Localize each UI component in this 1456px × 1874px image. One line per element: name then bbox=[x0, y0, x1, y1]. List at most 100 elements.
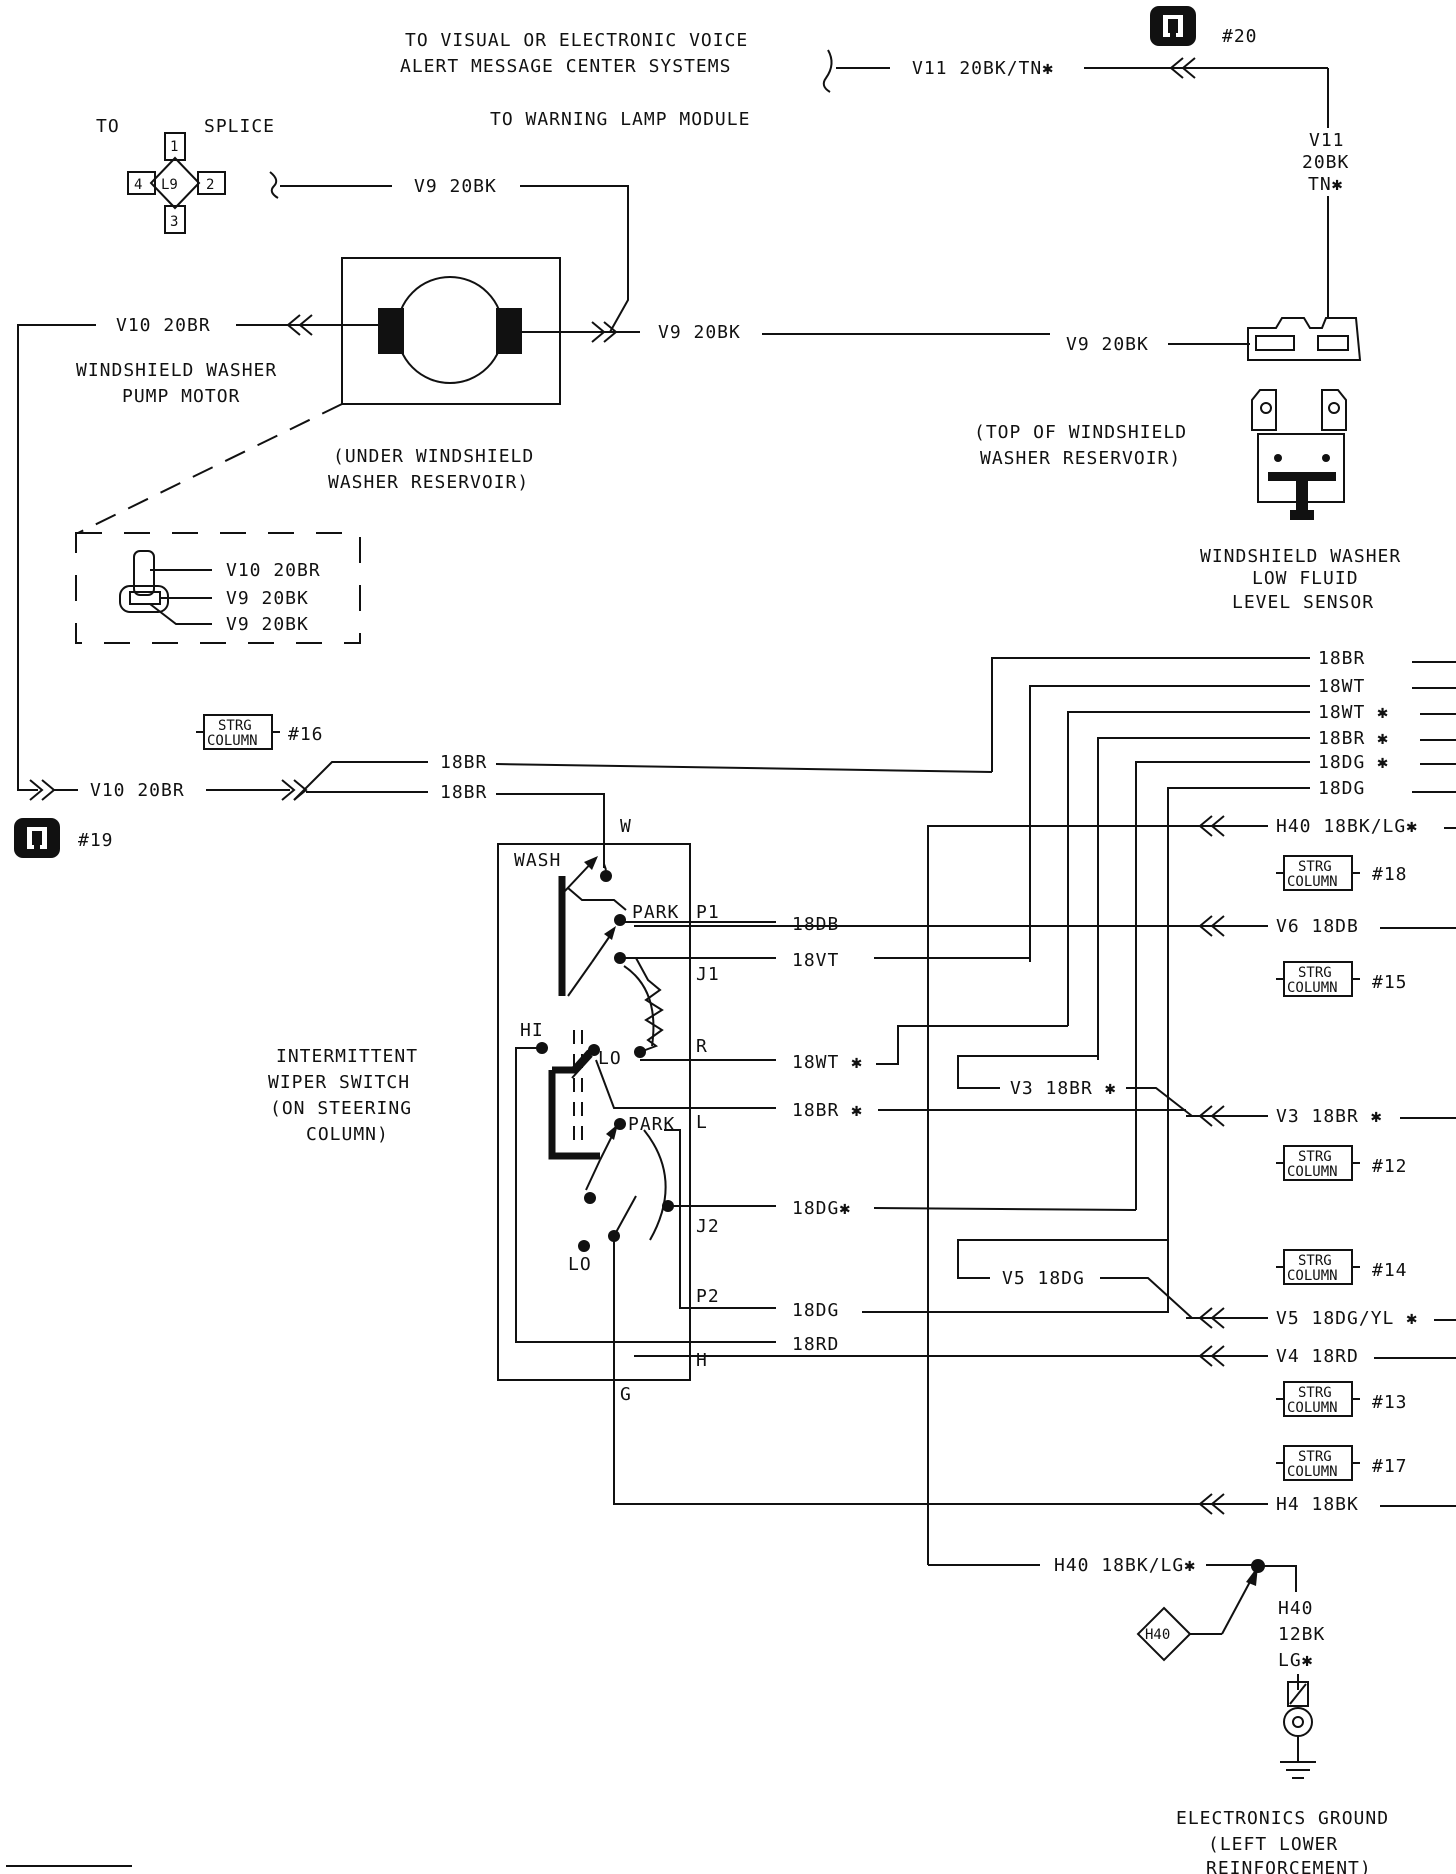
connector-h40-chev-2 bbox=[1210, 815, 1225, 837]
label-v9-sensor: V9 20BK bbox=[1066, 334, 1149, 355]
connector-v6-chev-1 bbox=[1198, 915, 1213, 937]
label-v11-vert-2: 20BK bbox=[1302, 152, 1349, 173]
strg-column-12 bbox=[1276, 1145, 1360, 1181]
label-sw-18dg2: 18DG bbox=[792, 1300, 839, 1321]
strg-18-l2: COLUMN bbox=[1287, 874, 1338, 890]
label-sw-1: INTERMITTENT bbox=[276, 1046, 418, 1067]
h40-switch-blade bbox=[1221, 1577, 1253, 1635]
label-inset-3: V9 20BK bbox=[226, 614, 309, 635]
sensor-connector bbox=[1247, 317, 1362, 361]
wire-18vt-to-bus bbox=[874, 957, 1031, 962]
strg-column-18 bbox=[1276, 855, 1360, 891]
label-v10-lower: V10 20BR bbox=[90, 780, 185, 801]
connector-h40-chev-1 bbox=[1198, 815, 1213, 837]
label-topres-2: WASHER RESERVOIR) bbox=[980, 448, 1181, 469]
label-sw-4: COLUMN) bbox=[306, 1124, 389, 1145]
strg-column-15 bbox=[1276, 961, 1360, 997]
label-to: TO bbox=[96, 116, 120, 137]
h40-diamond bbox=[1136, 1606, 1192, 1662]
label-inset-2: V9 20BK bbox=[226, 588, 309, 609]
label-pin-p1: P1 bbox=[696, 902, 720, 923]
connector-v5-chev-1 bbox=[1198, 1307, 1213, 1329]
strg-column-14 bbox=[1276, 1249, 1360, 1285]
pump-motor-brush-right bbox=[496, 308, 522, 354]
label-n17: #17 bbox=[1372, 1456, 1408, 1477]
ground-icon bbox=[1280, 1674, 1316, 1779]
label-sw-18rd: 18RD bbox=[792, 1334, 839, 1355]
wire-rw4 bbox=[1097, 737, 1310, 1060]
contact-w bbox=[600, 870, 612, 882]
connector-v11-chevrons-2 bbox=[1181, 57, 1196, 79]
label-hi: HI bbox=[520, 1020, 544, 1041]
strg-column-17 bbox=[1276, 1445, 1360, 1481]
j1-arc bbox=[623, 965, 655, 1047]
label-n14: #14 bbox=[1372, 1260, 1408, 1281]
label-n12: #12 bbox=[1372, 1156, 1408, 1177]
label-sw-18wt: 18WT ✱ bbox=[792, 1052, 863, 1073]
wire-18dg2-to-bus bbox=[862, 1240, 1169, 1313]
label-pin-j2: J2 bbox=[696, 1216, 720, 1237]
splice-l9 bbox=[127, 132, 226, 234]
label-v11-vert-3: TN✱ bbox=[1308, 174, 1344, 195]
park2-arc bbox=[643, 1129, 667, 1241]
label-v9-motor-right: V9 20BK bbox=[658, 322, 741, 343]
strg-16-l1: STRG bbox=[218, 718, 252, 734]
connector-v11-chevrons bbox=[1169, 57, 1184, 79]
resistor bbox=[635, 957, 664, 1053]
splice-pin-3: 3 bbox=[170, 214, 178, 230]
label-h40-v2: 12BK bbox=[1278, 1624, 1325, 1645]
wire-v3-join bbox=[1126, 1087, 1193, 1117]
park2-arrow bbox=[606, 1124, 618, 1140]
connector-v9-motor-chev-2 bbox=[603, 321, 618, 343]
wire-18dg-to-bus bbox=[873, 1207, 1137, 1211]
connector-v10-lower-chev-1 bbox=[29, 779, 44, 801]
label-n18: #18 bbox=[1372, 864, 1408, 885]
inset-connector bbox=[119, 550, 169, 613]
wire-h40-to-ground bbox=[1258, 1565, 1297, 1592]
label-under-2: WASHER RESERVOIR) bbox=[328, 472, 529, 493]
label-rw4: 18BR ✱ bbox=[1318, 728, 1389, 749]
wire-v10-left-vertical bbox=[17, 324, 96, 791]
connector-v9-motor-chev-1 bbox=[591, 321, 606, 343]
park2-stem bbox=[585, 1159, 601, 1191]
label-h40-bottom: H40 18BK/LG✱ bbox=[1054, 1555, 1196, 1576]
strg-17-l2: COLUMN bbox=[1287, 1464, 1338, 1480]
label-topres-1: (TOP OF WINDSHIELD bbox=[974, 422, 1187, 443]
splice-pin-4: 4 bbox=[134, 177, 142, 193]
label-pin-h: H bbox=[696, 1350, 708, 1371]
connector-v3-chev-2 bbox=[1210, 1105, 1225, 1127]
strg-17-l1: STRG bbox=[1298, 1449, 1332, 1465]
contact-park2-low bbox=[584, 1192, 596, 1204]
label-lo2: LO bbox=[568, 1254, 592, 1275]
label-sensor-1: WINDSHIELD WASHER bbox=[1200, 546, 1401, 567]
wire-rw6 bbox=[1167, 787, 1310, 1240]
label-pump-1: WINDSHIELD WASHER bbox=[76, 360, 277, 381]
wire-v5-join bbox=[1100, 1277, 1193, 1319]
splice-label-l9: L9 bbox=[161, 177, 178, 193]
wire-18wt-to-bus bbox=[876, 1025, 1068, 1065]
label-rw1: 18BR bbox=[1318, 648, 1365, 669]
label-top-warning: TO WARNING LAMP MODULE bbox=[490, 109, 750, 130]
wire-v11-top-break bbox=[822, 49, 833, 93]
hi-lo-bar-2 bbox=[548, 1070, 600, 1160]
label-v6: V6 18DB bbox=[1276, 916, 1359, 937]
strg-12-l1: STRG bbox=[1298, 1149, 1332, 1165]
wire-w-contact bbox=[603, 863, 607, 871]
label-pin-j1: J1 bbox=[696, 964, 720, 985]
label-sensor-2: LOW FLUID bbox=[1252, 568, 1359, 589]
wire-p2 bbox=[664, 1129, 776, 1309]
connector-h4-chev-1 bbox=[1198, 1493, 1213, 1515]
label-18br-b: 18BR bbox=[440, 782, 487, 803]
label-rw6: 18DG bbox=[1318, 778, 1365, 799]
wire-rw2 bbox=[1029, 685, 1310, 962]
label-pin-l: L bbox=[696, 1112, 708, 1133]
label-sw-18dg: 18DG✱ bbox=[792, 1198, 851, 1219]
connector-v10-motor-chev-1 bbox=[286, 314, 301, 336]
connector-v10-lower-chev-3 bbox=[281, 779, 296, 801]
inset-wire-3 bbox=[149, 603, 212, 625]
wire-rw1 bbox=[991, 657, 1310, 772]
label-rw3: 18WT ✱ bbox=[1318, 702, 1389, 723]
pump-motor-brush-left bbox=[378, 308, 404, 354]
h40-switch-arrow bbox=[1246, 1566, 1258, 1586]
connector-19-icon bbox=[14, 818, 60, 858]
